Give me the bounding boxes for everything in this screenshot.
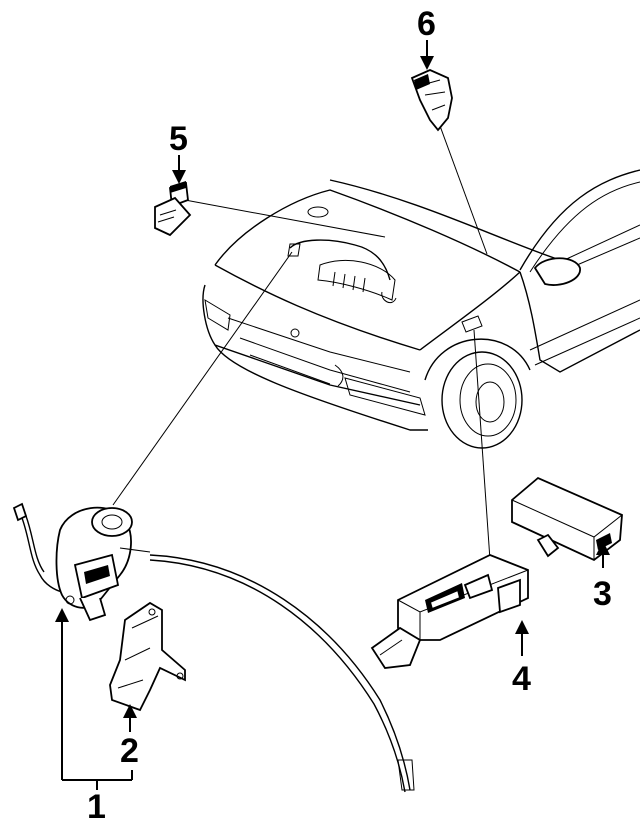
callout-2-label: 2 [120,732,139,770]
callout-3-label: 3 [593,575,612,613]
callout-arrows [55,40,610,790]
part-5-sensor [154,181,192,237]
part-4-mount-bracket [370,554,529,669]
leader-lines [112,114,491,793]
callout-1-label: 1 [87,788,106,826]
part-1-actuator [12,502,151,622]
part-6-bracket [410,69,453,132]
callout-6-label: 6 [417,5,436,43]
vehicle-front-illustration [202,169,640,449]
callout-5-label: 5 [169,120,188,158]
part-2-bracket [109,601,186,712]
part-3-control-module [511,476,623,562]
callout-4-label: 4 [512,660,531,698]
